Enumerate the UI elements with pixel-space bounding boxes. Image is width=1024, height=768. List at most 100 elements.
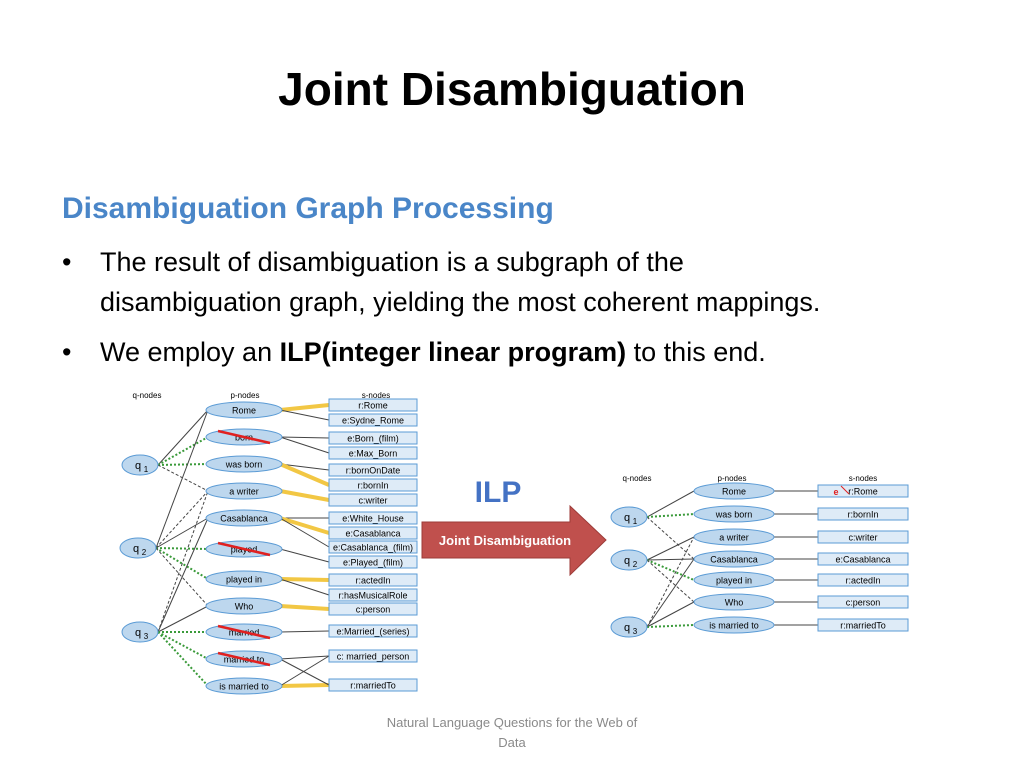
- s-node-label: e:Casablanca: [345, 529, 400, 539]
- p-node-label: Rome: [722, 487, 746, 497]
- column-header-q: q-nodes: [623, 474, 652, 483]
- q-p-edge: [157, 464, 209, 492]
- p-s-edge: [279, 409, 330, 421]
- p-node: [693, 616, 775, 634]
- p-s-edge: [279, 517, 330, 548]
- q-p-edge: [646, 536, 695, 561]
- q-node: [610, 616, 648, 638]
- q-node-subscript: 2: [633, 560, 638, 569]
- p-s-edge: [279, 548, 330, 563]
- s-node: [817, 618, 909, 632]
- column-header-s: s-nodes: [362, 391, 390, 400]
- s-node: [817, 552, 909, 566]
- q-node-label: q: [135, 627, 141, 639]
- p-node: [205, 677, 283, 695]
- p-node-label: is married to: [219, 682, 269, 692]
- ilp-label: ILP: [475, 476, 522, 509]
- p-node: [693, 593, 775, 611]
- q-p-edge: [157, 605, 209, 633]
- s-node-label: r:Rome: [358, 401, 388, 411]
- column-header-p: p-nodes: [231, 391, 260, 400]
- s-node-label: r:bornIn: [357, 481, 388, 491]
- s-node: [817, 595, 909, 609]
- q-node: [119, 537, 157, 559]
- q-node-label: q: [135, 460, 141, 472]
- p-s-edge: [279, 489, 330, 502]
- section-heading: Disambiguation Graph Processing: [62, 192, 554, 225]
- p-node: [693, 505, 775, 523]
- q-p-edge: [155, 547, 209, 607]
- slide-footer: Natural Language Questions for the Web o…: [362, 713, 662, 753]
- bullet-text: We employ an ILP(integer linear program)…: [100, 332, 1000, 372]
- s-node: [328, 478, 418, 492]
- s-node: [328, 493, 418, 507]
- q-p-edge: [646, 536, 695, 628]
- q-p-edge: [155, 547, 209, 550]
- strike-mark: [217, 541, 271, 557]
- p-s-edge: [279, 516, 330, 535]
- p-node: [693, 528, 775, 546]
- column-header-q: q-nodes: [133, 391, 162, 400]
- q-p-edge: [157, 409, 209, 466]
- p-s-edge: [279, 436, 330, 454]
- footer-line: Data: [498, 735, 526, 750]
- q-node: [610, 549, 648, 571]
- p-node-label: a writer: [719, 533, 749, 543]
- joint-disambiguation-arrow: [421, 504, 607, 577]
- s-node: [328, 398, 418, 412]
- p-node-label: played in: [226, 575, 262, 585]
- q-node-subscript: 1: [633, 517, 638, 526]
- q-node-subscript: 3: [633, 627, 638, 636]
- s-node-label: e:Casablanca: [835, 555, 890, 565]
- s-node: [817, 573, 909, 587]
- p-node-label: was born: [715, 510, 753, 520]
- p-node-label: was born: [225, 460, 263, 470]
- s-node: [328, 624, 418, 638]
- q-p-edge: [646, 516, 695, 560]
- s-node: [328, 446, 418, 460]
- p-node-label: Who: [235, 602, 254, 612]
- p-s-edge: [279, 683, 330, 688]
- q-p-edge: [157, 631, 209, 660]
- q-p-edge: [157, 436, 209, 466]
- s-node-label: e:White_House: [342, 514, 404, 524]
- column-header-p: p-nodes: [718, 474, 747, 483]
- q-p-edge: [646, 513, 695, 518]
- bullet-bold: ILP(integer linear program): [279, 337, 627, 367]
- q-node: [121, 454, 159, 476]
- s-node: [328, 463, 418, 477]
- q-node-label: q: [624, 512, 630, 524]
- column-header-s: s-nodes: [849, 474, 877, 483]
- p-s-edge: [279, 655, 330, 687]
- s-node: [328, 540, 418, 554]
- s-node: [328, 511, 418, 525]
- s-node-label: c: married_person: [337, 652, 410, 662]
- bullet-suffix: to this end.: [626, 337, 766, 367]
- q-p-edge: [157, 631, 209, 687]
- q-p-edge: [157, 463, 209, 466]
- bullet-line: disambiguation graph, yielding the most …: [100, 287, 821, 317]
- strike-mark: [217, 429, 271, 445]
- s-node: [328, 413, 418, 427]
- q-node-subscript: 1: [144, 465, 149, 474]
- s-node: [328, 602, 418, 616]
- p-s-edge: [279, 403, 330, 412]
- q-p-edge: [157, 490, 209, 633]
- slide-title: Joint Disambiguation: [278, 63, 746, 115]
- p-node-label: Casablanca: [220, 514, 268, 524]
- q-node-label: q: [624, 555, 630, 567]
- s-node: [817, 507, 909, 521]
- s-node: [817, 484, 909, 498]
- strike-mark: [217, 624, 271, 640]
- q-p-edge: [646, 490, 695, 518]
- annotation-e: e: [833, 487, 838, 497]
- p-node-label: Who: [725, 598, 744, 608]
- s-node-label: r:Rome: [848, 487, 878, 497]
- q-p-edge: [155, 517, 209, 549]
- p-node: [205, 570, 283, 588]
- s-node-label: r:marriedTo: [840, 621, 886, 631]
- s-node-label: e:Sydne_Rome: [342, 416, 404, 426]
- p-s-edge: [279, 658, 330, 686]
- p-s-edge: [279, 463, 330, 471]
